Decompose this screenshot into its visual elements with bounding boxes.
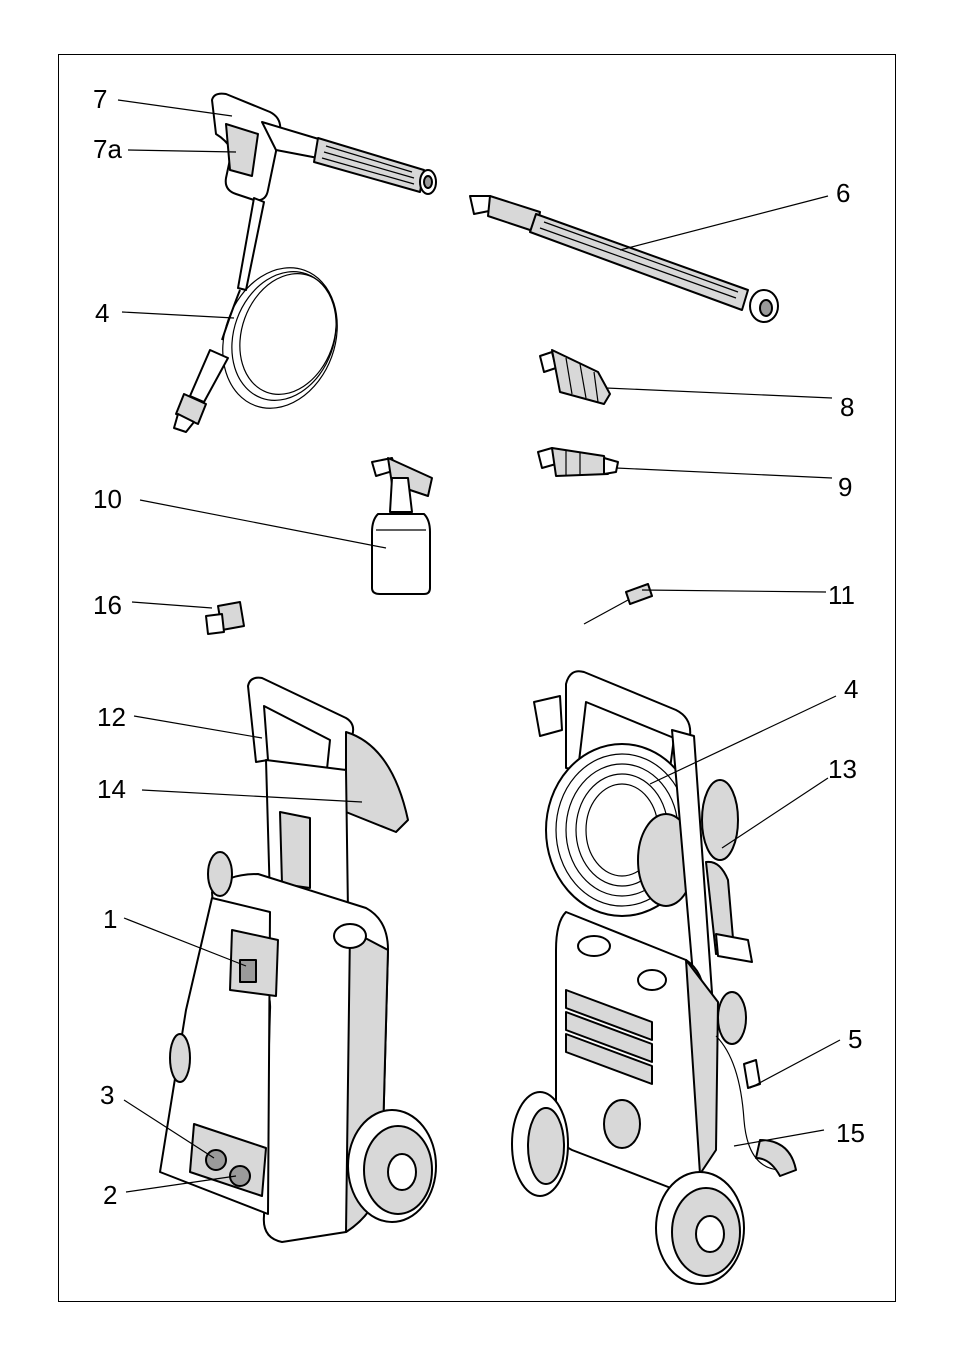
- label-7: 7: [93, 86, 107, 112]
- label-13: 13: [828, 756, 857, 782]
- label-12: 12: [97, 704, 126, 730]
- dirt-blaster-nozzle: [540, 350, 610, 404]
- label-14: 14: [97, 776, 126, 802]
- label-4-hose: 4: [95, 300, 109, 326]
- label-7a: 7a: [93, 136, 122, 162]
- pressure-washer-front-view: [160, 678, 436, 1242]
- label-5: 5: [848, 1026, 862, 1052]
- label-16: 16: [93, 592, 122, 618]
- label-2: 2: [103, 1182, 117, 1208]
- label-15: 15: [836, 1120, 865, 1146]
- spray-gun: [212, 94, 436, 290]
- hose-coil: [174, 252, 356, 432]
- variable-spray-nozzle: [538, 448, 618, 476]
- nozzle-cleaning-needle: [584, 584, 652, 624]
- pressure-washer-rear-view: [512, 671, 796, 1284]
- label-4-reel: 4: [844, 676, 858, 702]
- detergent-bottle: [372, 458, 432, 594]
- label-3: 3: [100, 1082, 114, 1108]
- label-10: 10: [93, 486, 122, 512]
- label-6: 6: [836, 180, 850, 206]
- label-9: 9: [838, 474, 852, 500]
- label-1: 1: [103, 906, 117, 932]
- label-11: 11: [828, 582, 855, 608]
- hose-adapter: [206, 602, 244, 634]
- spray-lance: [470, 196, 778, 322]
- label-8: 8: [840, 394, 854, 420]
